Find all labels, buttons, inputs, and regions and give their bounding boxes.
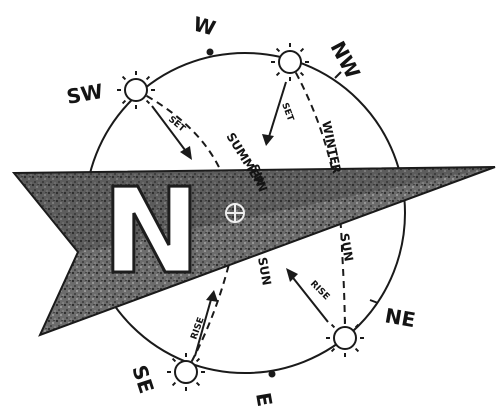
direction-sw: SW — [65, 79, 105, 109]
direction-w: W — [191, 12, 219, 41]
direction-nw: NW — [326, 37, 365, 83]
direction-e: E — [251, 391, 277, 409]
winter-sun-label: SUN — [337, 232, 356, 262]
sun-nw — [271, 43, 309, 81]
winter-label: WINTER — [319, 120, 344, 175]
set-label-left: SET — [166, 115, 187, 135]
northeast-tick — [370, 300, 378, 303]
sun-ne — [326, 319, 364, 357]
north-letter: N — [102, 162, 201, 300]
sun-se — [167, 353, 205, 391]
summer-sun-label: SUN — [255, 256, 274, 286]
set-arrow-right — [262, 82, 286, 146]
rise-label-right: RISE — [308, 279, 331, 302]
west-tick — [207, 49, 214, 56]
sun-sw — [117, 71, 155, 109]
direction-ne: NE — [383, 303, 417, 332]
direction-se: SE — [127, 362, 159, 396]
compass-rose-symbol — [226, 204, 244, 222]
set-label-right: SET — [279, 102, 295, 124]
east-tick — [269, 371, 276, 378]
